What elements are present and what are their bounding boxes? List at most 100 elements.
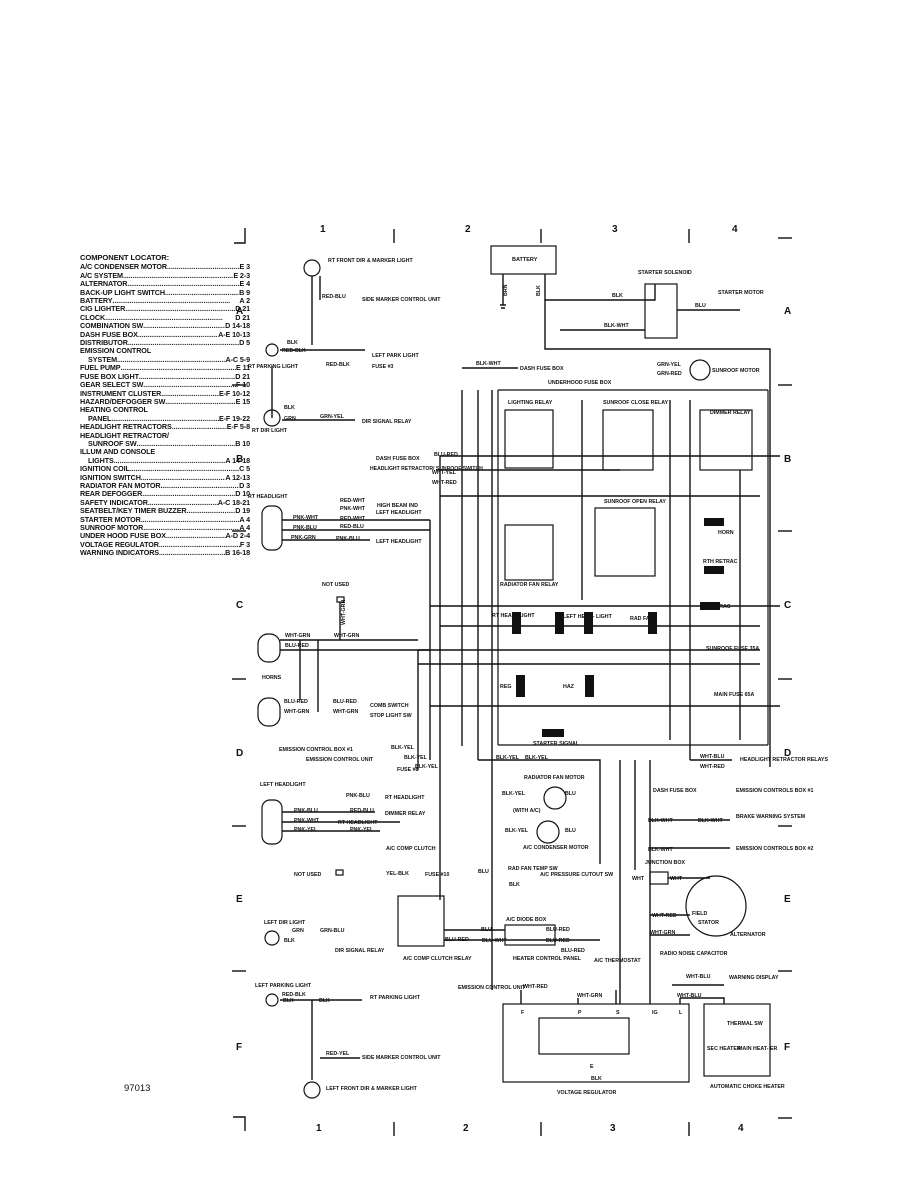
locator-entry: VOLTAGE REGULATORF 3 xyxy=(80,539,250,549)
wire-color-label: BLK-WHT xyxy=(648,847,673,853)
locator-entry: SAFETY INDICATORA-C 18-21 xyxy=(80,498,250,507)
wire-color-label: GRN-YEL xyxy=(657,362,682,368)
pin-label: E xyxy=(590,1064,594,1070)
locator-entry: CIG LIGHTERD 21 xyxy=(80,304,250,314)
locator-entry-name: STARTER MOTOR xyxy=(80,514,141,524)
left-headlight-fuse-label: LEFT HEAD- LIGHT xyxy=(563,614,613,620)
junction-box-label: JUNCTION BOX xyxy=(645,860,685,866)
pin-label: IG xyxy=(652,1010,658,1016)
wire-color-label: PNK-BLU xyxy=(336,536,360,542)
rt-headlight-lower-label: RT HEADLIGHT xyxy=(385,795,425,801)
locator-entry-name: EMISSION CONTROL xyxy=(80,346,152,356)
locator-entry-name: INSTRUMENT CLUSTER xyxy=(80,388,162,398)
main-fuse-label: MAIN FUSE 65A xyxy=(714,692,754,698)
wire-color-label: BLU-RED xyxy=(546,927,570,933)
stop-light-sw-label: STOP LIGHT SW xyxy=(370,713,412,719)
wire-color-label: PNK-BLU xyxy=(346,793,370,799)
radio-noise-cap-label: RADIO NOISE CAPACITOR xyxy=(660,951,728,957)
rad-fan-fuse-label: RAD FAN xyxy=(630,616,654,622)
wire-color-label: RED-WHT xyxy=(340,498,366,504)
locator-entry-name: PANEL xyxy=(88,413,112,423)
wire-color-label: BLU-RED xyxy=(434,452,458,458)
pin-label: L xyxy=(679,1010,683,1016)
rt-headlight-fuse xyxy=(512,612,521,634)
wire-color-label: RED-YEL xyxy=(326,1051,350,1057)
reg-fuse xyxy=(516,675,525,697)
locator-entry-name: HEADLIGHT RETRACTOR/ xyxy=(80,430,169,440)
wire-color-label: BLK-YEL xyxy=(502,791,526,797)
wire-color-label: RED-BLK xyxy=(282,992,306,998)
battery-section: BATTERY STARTER SOLENOID STARTER MOTOR B… xyxy=(490,245,771,767)
radiator-fan-motor-label: RADIATOR FAN MOTOR xyxy=(524,775,585,781)
row-label-f-right: F xyxy=(784,1042,790,1053)
wire-color-label: RED-BLU xyxy=(350,808,374,814)
left-parking-light-label: LEFT PARKING LIGHT xyxy=(255,983,312,989)
wire-color-label: BLK-YEL xyxy=(496,755,520,761)
hl-retractor-sw-label: HEADLIGHT RETRACTOR/ SUNROOF SWITCH xyxy=(370,466,483,472)
wire-color-label: BLK xyxy=(287,340,298,346)
wire-color-label: PNK-GRN xyxy=(291,535,316,541)
locator-entry: ALTERNATORE 4 xyxy=(80,279,250,288)
locator-entry-name: FUEL PUMP xyxy=(80,363,121,373)
wire-color-label: WHT-RED xyxy=(700,764,725,770)
locator-entry: REAR DEFOGGERD 10 xyxy=(80,489,250,499)
thermal-sw-label: THERMAL SW xyxy=(727,1021,763,1027)
col-label-1-bottom: 1 xyxy=(316,1123,322,1134)
dash-fuse-box-1-label: DASH FUSE BOX xyxy=(520,366,564,372)
not-used-lower-label: NOT USED xyxy=(294,872,322,878)
locator-entry: CLOCKD 21 xyxy=(80,313,250,322)
col-label-4-bottom: 4 xyxy=(738,1123,744,1134)
wire-color-label: BLK xyxy=(612,293,623,299)
locator-entry: HAZARD/DEFOGGER SWE 15 xyxy=(80,397,250,406)
locator-entry-name: VOLTAGE REGULATOR xyxy=(80,539,159,549)
col-label-1: 1 xyxy=(320,224,326,235)
wire-color-label: WHT-BLU xyxy=(686,974,711,980)
locator-entry-name: IGNITION SWITCH xyxy=(80,472,141,482)
right-components: WHT-BLU WHT-RED HEADLIGHT RETRACTOR RELA… xyxy=(619,754,828,1090)
reg-fuse-label: REG xyxy=(500,684,511,690)
locator-entry-name: REAR DEFOGGER xyxy=(80,489,143,499)
locator-entry-ref: A-E 10-13 xyxy=(218,329,250,339)
horn-label: HORN xyxy=(718,530,734,536)
side-marker-top-label: SIDE MARKER CONTROL UNIT xyxy=(362,297,441,303)
ac-comp-clutch-label: A/C COMP CLUTCH xyxy=(386,846,436,852)
locator-entry-ref: D 19 xyxy=(235,506,250,516)
wire-color-label: WHT-GRN xyxy=(285,633,310,639)
locator-entry-ref: E 3 xyxy=(239,262,251,272)
heater-control-panel-label: HEATER CONTROL PANEL xyxy=(513,956,582,962)
emission-cb1-label: EMISSION CONTROL BOX #1 xyxy=(279,747,353,753)
locator-entry-name: SUNROOF SW xyxy=(88,438,137,448)
wire-color-label: PNK-YEL xyxy=(294,827,318,833)
wire-color-label: BLK-YEL xyxy=(391,745,415,751)
locator-entry-name: HEATING CONTROL xyxy=(80,405,148,415)
lh-retrac-label: LH RETRAC xyxy=(700,604,731,610)
rt-front-dir-label: RT FRONT DIR & MARKER LIGHT xyxy=(328,258,414,264)
locator-entry-ref: D 21 xyxy=(235,304,250,314)
sec-heater-label: SEC HEATER xyxy=(707,1046,741,1052)
wire-color-label: BLK xyxy=(509,882,520,888)
dir-signal-relay-top-label: DIR SIGNAL RELAY xyxy=(362,419,412,425)
field-label: FIELD xyxy=(692,911,707,917)
wire-color-label: BLU xyxy=(565,828,576,834)
locator-entry-name: DISTRIBUTOR xyxy=(80,338,128,348)
wire-color-label: PNK-WHT xyxy=(294,818,320,824)
sunroof-open-relay-label: SUNROOF OPEN RELAY xyxy=(604,499,666,505)
wire-color-label: WHT-GRN xyxy=(334,633,359,639)
locator-entry: IGNITION SWITCHA 12-13 xyxy=(80,472,250,482)
locator-entry-name: ILLUM AND CONSOLE xyxy=(80,447,156,457)
wire-color-label: BLK-YEL xyxy=(404,755,428,761)
locator-entry: PANELE-F 19-22 xyxy=(80,413,250,423)
pin-label: S xyxy=(616,1010,620,1016)
wire-color-label: RED-BLU xyxy=(340,524,364,530)
wire-color-label: WHT xyxy=(632,876,645,882)
voltage-regulator-box xyxy=(502,1003,690,1083)
locator-entry-ref: E-F 5-8 xyxy=(226,422,250,432)
locator-entry-name: DASH FUSE BOX xyxy=(80,329,138,339)
wire-color-label: WHT-GRN xyxy=(284,709,309,715)
wire-color-label: GRN xyxy=(284,416,296,422)
locator-entry-name: LIGHTS xyxy=(88,455,114,465)
rth-retrac-fuse xyxy=(704,566,724,574)
row-label-a-left: A xyxy=(236,306,243,317)
wire-color-label: GRN-RED xyxy=(657,371,682,377)
wire-color-label: BRN xyxy=(503,284,509,296)
